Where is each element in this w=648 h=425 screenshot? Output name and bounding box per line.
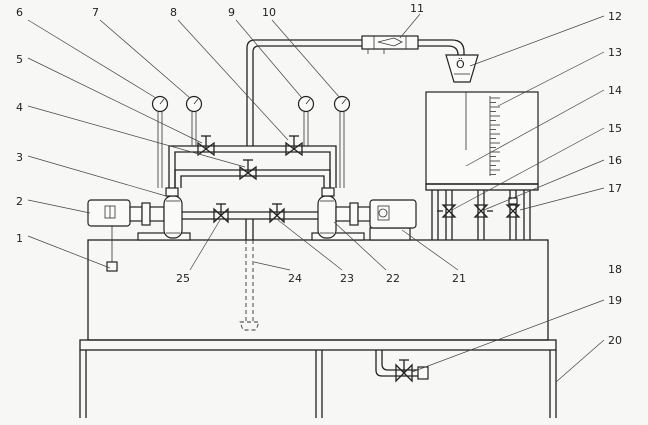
level-switch-1 <box>106 224 118 272</box>
label-5: 5 <box>16 53 23 66</box>
label-25: 25 <box>176 272 190 285</box>
label-10: 10 <box>262 6 276 19</box>
base-tank-18 <box>87 239 549 341</box>
riser-outer <box>246 39 362 146</box>
right-pump-base <box>311 232 365 241</box>
right-motor-terminal <box>377 205 390 221</box>
left-pump-3 <box>163 195 183 239</box>
right-pump-outlet <box>321 187 335 197</box>
label-17: 17 <box>608 182 622 195</box>
label-11: 11 <box>410 2 424 15</box>
label-3: 3 <box>16 151 23 164</box>
drain-pipe <box>375 350 429 383</box>
label-8: 8 <box>170 6 177 19</box>
label-7: 7 <box>92 6 99 19</box>
flowmeter-11 <box>361 35 419 50</box>
drain-pipe-outer <box>375 350 428 377</box>
measuring-cup-12: Ö <box>445 54 479 83</box>
label-15: 15 <box>608 122 622 135</box>
label-16: 16 <box>608 154 622 167</box>
measuring-tank-13 <box>425 91 539 185</box>
label-4: 4 <box>16 101 23 114</box>
valve-16 <box>473 204 489 218</box>
left-motor-2 <box>87 199 131 227</box>
frame-top-rail <box>79 339 557 351</box>
pressure-gauges <box>151 95 351 188</box>
right-pump-group <box>311 187 417 241</box>
riser-pipe <box>246 35 465 146</box>
left-pump-group <box>87 187 191 241</box>
right-coupling <box>357 206 371 222</box>
valve-7 <box>197 141 215 157</box>
suction-strainer <box>239 321 260 331</box>
number-labels: 1 2 3 4 5 6 7 8 9 10 11 12 13 14 15 16 1… <box>16 2 622 347</box>
label-1: 1 <box>16 232 23 245</box>
right-motor-21 <box>369 199 417 229</box>
suction-valve-23 <box>269 207 285 224</box>
label-24: 24 <box>288 272 302 285</box>
cup-mark: Ö <box>456 58 465 71</box>
outlet-outer <box>418 39 465 55</box>
discharge-manifold <box>168 135 337 188</box>
label-20: 20 <box>608 334 622 347</box>
label-21: 21 <box>452 272 466 285</box>
label-23: 23 <box>340 272 354 285</box>
label-9: 9 <box>228 6 235 19</box>
label-12: 12 <box>608 10 622 23</box>
leader-lines <box>27 13 605 383</box>
left-pump-outlet <box>165 187 179 197</box>
right-motor-base <box>369 227 411 241</box>
suction-line <box>182 203 318 331</box>
label-2: 2 <box>16 195 23 208</box>
label-13: 13 <box>608 46 622 59</box>
riser-inner <box>252 45 362 146</box>
valve-17 <box>505 204 521 218</box>
valve-8 <box>285 141 303 157</box>
label-6: 6 <box>16 6 23 19</box>
cup-body <box>445 54 479 83</box>
label-14: 14 <box>608 84 622 97</box>
valve-15 <box>441 204 457 218</box>
label-22: 22 <box>386 272 400 285</box>
center-valve <box>239 165 257 181</box>
left-coupling <box>129 206 143 222</box>
right-pump-22 <box>317 195 337 239</box>
drain-pipe-inner <box>381 350 428 371</box>
level-switch-float <box>106 261 118 272</box>
suction-valve-25 <box>213 207 229 224</box>
outlet-inner <box>418 45 459 56</box>
tank-bottom-plate <box>425 183 539 191</box>
drain-valve-19 <box>395 363 413 383</box>
label-19: 19 <box>608 294 622 307</box>
drain-outlet <box>417 366 429 380</box>
label-18: 18 <box>608 263 622 276</box>
measuring-tank-group <box>425 91 539 240</box>
base-frame <box>79 239 557 418</box>
left-pump-base <box>137 232 191 241</box>
